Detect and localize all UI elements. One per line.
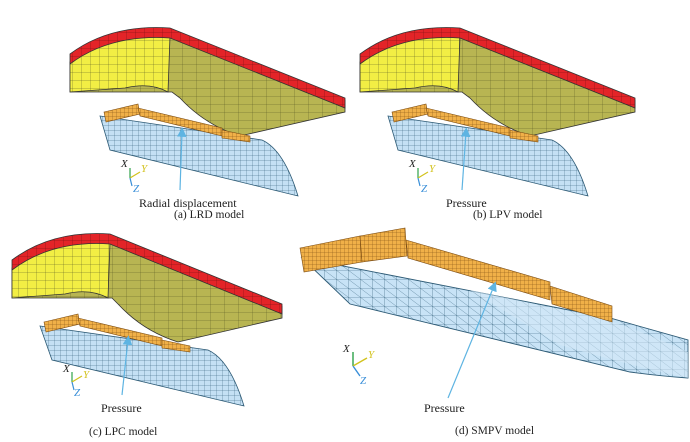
tire-model-b (359, 27, 636, 137)
caption-c: (c) LPC model (89, 426, 157, 438)
contact-mesh-b (387, 103, 589, 197)
load-arrow-a (177, 127, 187, 191)
load-arrow-c (121, 335, 133, 396)
load-label-a: Radial displacement (139, 196, 237, 210)
axis-z-label-d: Z (360, 375, 367, 387)
axis-triad-b: X Y Z (408, 158, 437, 195)
axis-y-label-a: Y (141, 163, 149, 175)
axis-z-label-c: Z (74, 387, 81, 399)
axis-y-label-c: Y (83, 369, 91, 381)
panel-c-lpc: Pressure (c) LPC model X Y Z (11, 233, 283, 438)
load-arrow-d (447, 281, 497, 399)
axis-y-label-b: Y (429, 163, 437, 175)
caption-d: (d) SMPV model (455, 425, 534, 437)
axis-x-label-b: X (408, 158, 417, 170)
axis-triad-a: X Y Z (120, 158, 149, 195)
load-label-d: Pressure (424, 401, 465, 415)
panel-d-smpv: Pressure (d) SMPV model X Y Z (299, 227, 689, 437)
axis-x-label-a: X (120, 158, 129, 170)
axis-z-label-a: Z (133, 183, 140, 195)
axis-x-label-c: X (62, 363, 71, 375)
caption-a: (a) LRD model (174, 209, 244, 221)
panel-b-lpv: Pressure (b) LPV model X Y Z (359, 27, 636, 221)
caption-b: (b) LPV model (473, 209, 542, 221)
axis-z-label-b: Z (421, 183, 428, 195)
axis-x-label-d: X (342, 343, 351, 355)
axis-triad-c: X Y Z (62, 363, 91, 399)
contact-mesh-c (39, 313, 245, 407)
tire-model-a (69, 27, 346, 137)
axis-y-label-d: Y (368, 349, 376, 361)
tire-model-c (11, 233, 283, 343)
load-arrow-b (460, 127, 471, 191)
axis-triad-d: X Y Z (342, 343, 376, 387)
load-label-b: Pressure (446, 196, 487, 210)
contact-mesh-d (299, 227, 689, 379)
load-label-c: Pressure (101, 401, 142, 415)
panel-a-lrd: Radial displacement (a) LRD model X Y Z (69, 27, 346, 221)
contact-mesh-a (99, 103, 299, 197)
